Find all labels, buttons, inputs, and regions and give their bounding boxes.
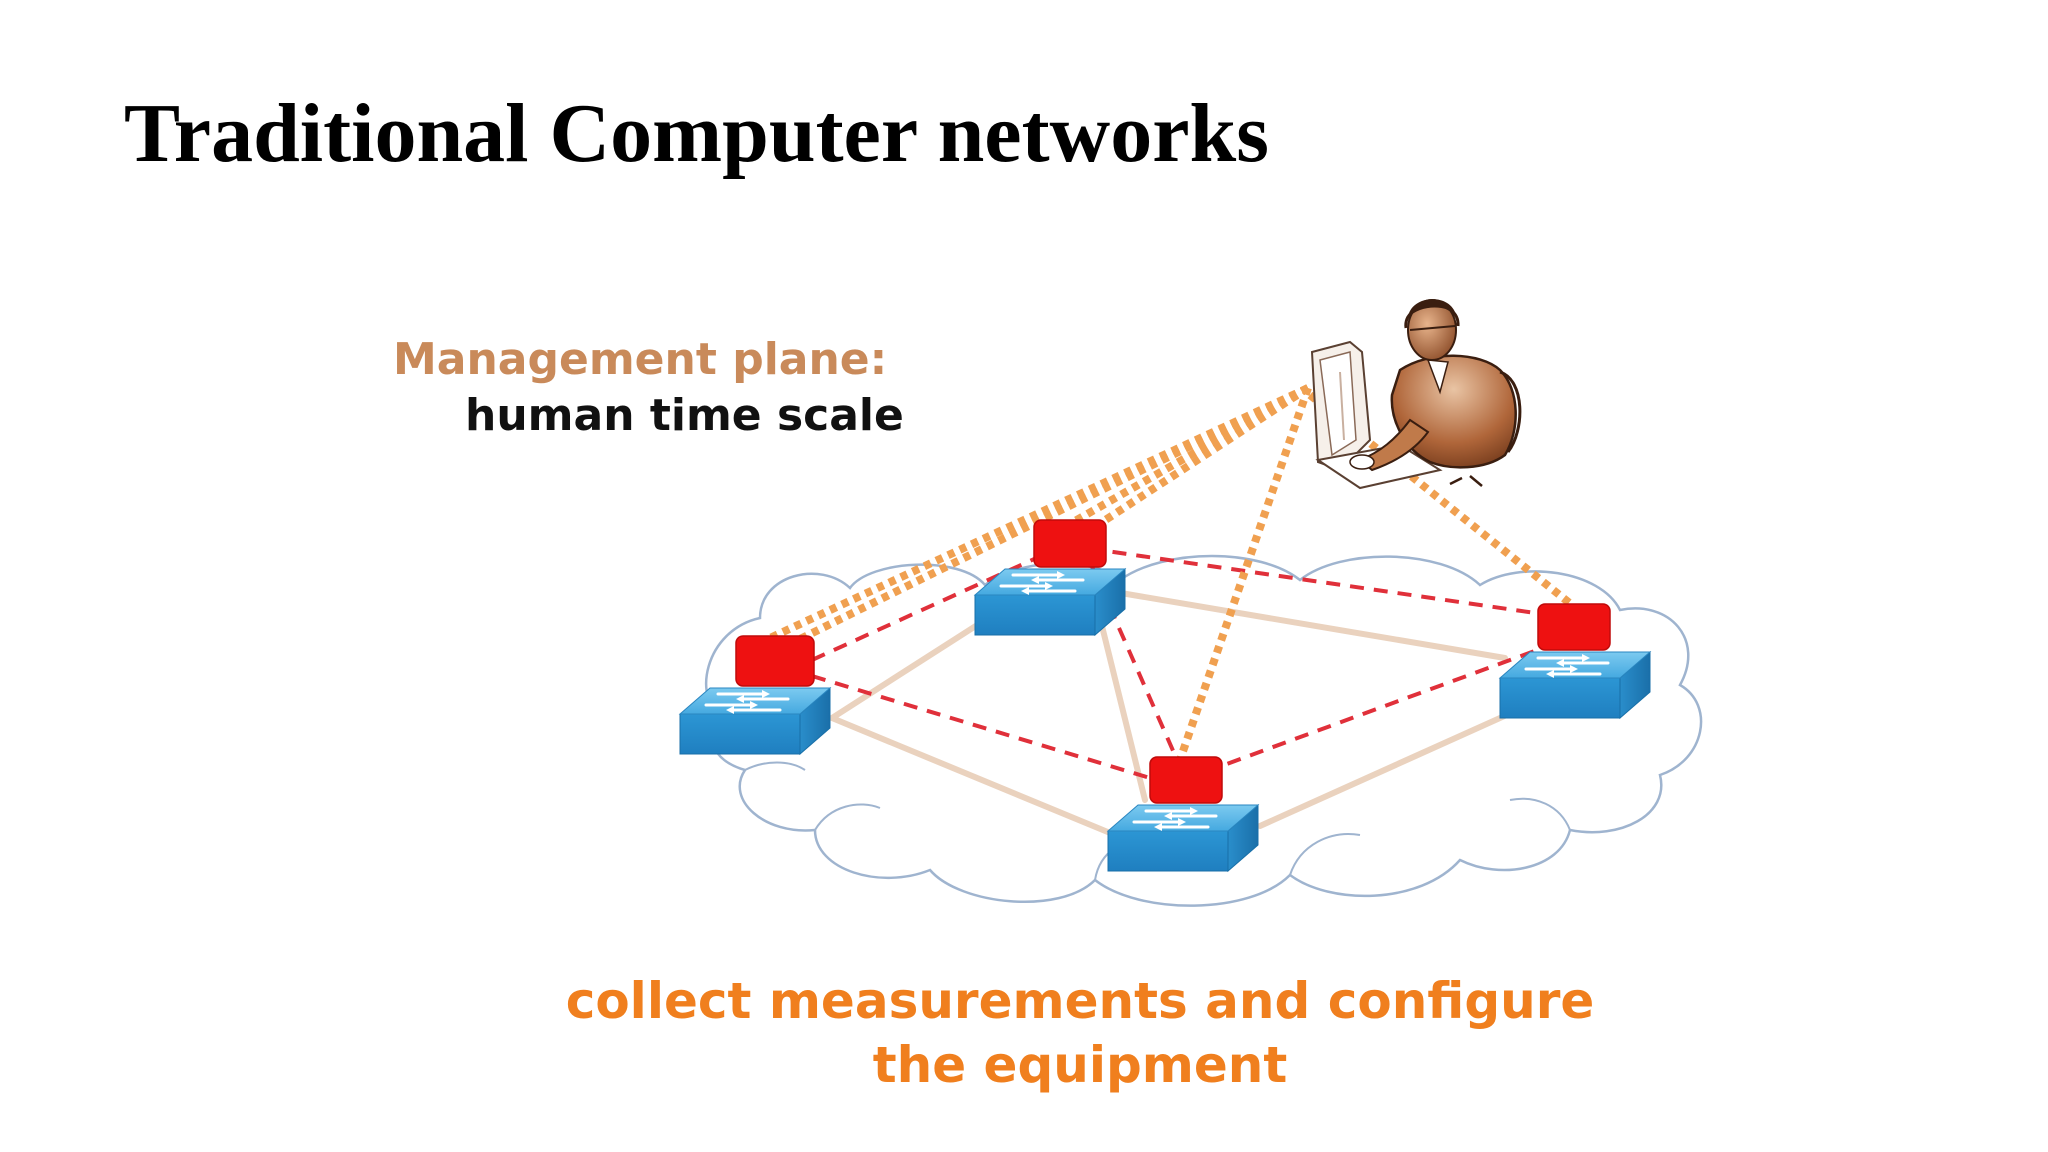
management-link bbox=[1176, 386, 1312, 762]
physical-link bbox=[829, 617, 988, 721]
switch-icon bbox=[1106, 803, 1260, 873]
timescale-label: human time scale bbox=[465, 390, 904, 441]
physical-link bbox=[1112, 589, 1508, 661]
control-box-icon bbox=[735, 635, 815, 687]
physical-link bbox=[829, 715, 1118, 838]
management-link bbox=[788, 384, 1310, 648]
management-link bbox=[1087, 384, 1311, 534]
physical-link bbox=[1095, 607, 1148, 803]
control-link bbox=[811, 674, 1151, 780]
cloud-icon bbox=[704, 554, 1703, 907]
control-box-icon bbox=[1149, 756, 1223, 804]
switch-icon bbox=[678, 686, 832, 756]
operator-person-icon bbox=[1310, 299, 1522, 490]
physical-links bbox=[829, 589, 1543, 838]
switch-icon bbox=[1498, 650, 1652, 720]
management-plane-label: Management plane: bbox=[393, 334, 887, 385]
control-box-icon bbox=[1033, 519, 1107, 568]
caption-line-2: the equipment bbox=[873, 1036, 1288, 1094]
control-boxes bbox=[735, 519, 1611, 804]
slide-title: Traditional Computer networks bbox=[124, 87, 1269, 180]
control-link bbox=[1204, 636, 1571, 774]
control-link bbox=[1064, 543, 1571, 620]
switch-icon bbox=[973, 567, 1127, 637]
management-link bbox=[768, 384, 1310, 642]
caption-line-1: collect measurements and configure bbox=[566, 972, 1595, 1030]
physical-link bbox=[1257, 697, 1543, 829]
control-box-icon bbox=[1537, 603, 1611, 651]
